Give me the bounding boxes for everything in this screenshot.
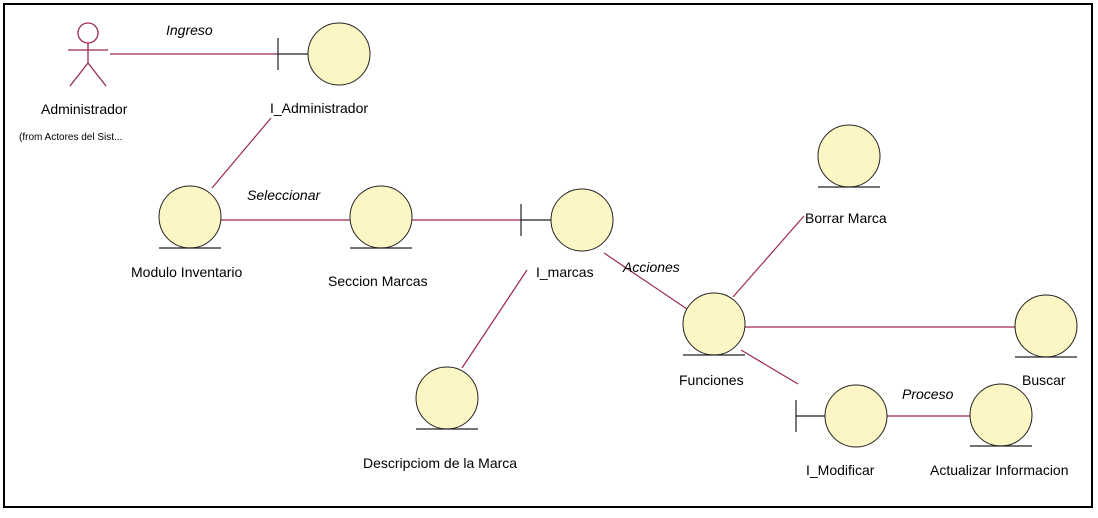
node-label-i-administrador: I_Administrador	[270, 100, 369, 116]
boundary-icon-i-marcas[interactable]	[520, 188, 614, 252]
link-acciones[interactable]	[603, 252, 688, 310]
diagram-frame	[3, 3, 1093, 508]
link-label-ingreso: Ingreso	[166, 22, 213, 38]
entity-icon-modulo-inventario[interactable]	[158, 185, 222, 249]
node-label-borrar-marca: Borrar Marca	[805, 210, 887, 226]
entity-icon-actualizar-informacion[interactable]	[969, 383, 1033, 447]
entity-icon-buscar[interactable]	[1014, 294, 1078, 358]
node-label-buscar: Buscar	[1022, 372, 1066, 388]
actor-from-label: (from Actores del Sist...	[19, 132, 123, 143]
boundary-icon-i-modificar[interactable]	[795, 384, 888, 448]
link-label-acciones: Acciones	[623, 259, 680, 275]
node-label-seccion-marcas: Seccion Marcas	[328, 273, 428, 289]
actor-name-label: Administrador	[41, 101, 128, 117]
node-label-i-marcas: I_marcas	[536, 264, 594, 280]
entity-icon-funciones[interactable]	[682, 292, 746, 356]
entity-icon-descripcion-marca[interactable]	[415, 366, 479, 430]
actor-icon[interactable]	[68, 22, 108, 87]
node-label-i-modificar: I_Modificar	[806, 462, 875, 478]
link-label-seleccionar: Seleccionar	[247, 187, 321, 203]
node-label-actualizar-informacion: Actualizar Informacion	[930, 462, 1069, 478]
entity-icon-borrar-marca[interactable]	[817, 124, 881, 188]
node-label-descripcion-marca: Descripciom de la Marca	[363, 455, 518, 471]
link-funciones-to-borrar[interactable]	[732, 215, 805, 298]
link-imarcas-to-descripcion[interactable]	[461, 269, 528, 369]
link-admin-to-modulo[interactable]	[211, 117, 272, 189]
boundary-icon-i-administrador[interactable]	[277, 22, 371, 86]
node-label-funciones: Funciones	[679, 372, 744, 388]
link-funciones-to-imodificar[interactable]	[740, 349, 799, 385]
link-label-proceso: Proceso	[902, 386, 954, 402]
node-label-modulo-inventario: Modulo Inventario	[131, 264, 243, 280]
entity-icon-seccion-marcas[interactable]	[349, 185, 413, 249]
